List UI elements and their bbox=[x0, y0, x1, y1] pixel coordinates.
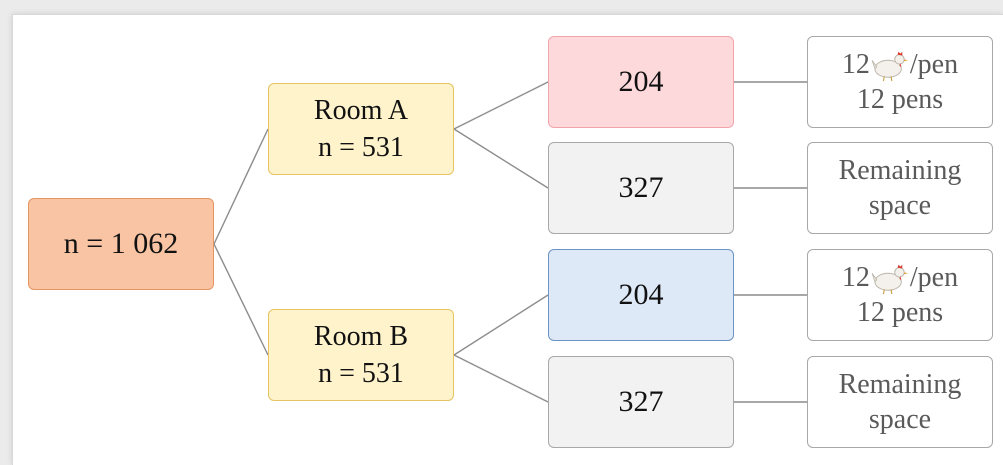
note-pen-density: 12 /pen 12 pens bbox=[807, 36, 993, 128]
group-room-b-remaining-box: 327 bbox=[548, 356, 734, 448]
note-line-1: 12 /pen bbox=[842, 260, 958, 295]
room-a-name: Room A bbox=[313, 95, 409, 126]
note-per-pen: /pen bbox=[909, 262, 959, 293]
total-population-label: n = 1 062 bbox=[63, 227, 179, 260]
note-remaining-space: Remaining space bbox=[807, 356, 993, 448]
group-room-a-pens-box: 204 bbox=[548, 36, 734, 128]
group-room-a-remaining-box: 327 bbox=[548, 142, 734, 234]
note-line-1: 12 /pen bbox=[842, 47, 958, 82]
group-count: 204 bbox=[618, 278, 664, 311]
note-pen-density: 12 /pen 12 pens bbox=[807, 249, 993, 341]
chicken-icon bbox=[871, 51, 908, 81]
note-line-1: Remaining bbox=[838, 369, 962, 400]
room-b-name: Room B bbox=[313, 321, 409, 352]
chicken-icon bbox=[871, 264, 908, 294]
note-line-2: space bbox=[868, 190, 932, 221]
note-number: 12 bbox=[841, 49, 870, 80]
note-line-2: space bbox=[868, 404, 932, 435]
room-a-box: Room A n = 531 bbox=[268, 83, 454, 175]
total-population-box: n = 1 062 bbox=[28, 198, 214, 290]
note-number: 12 bbox=[841, 262, 870, 293]
note-line-2: 12 pens bbox=[856, 297, 944, 328]
note-per-pen: /pen bbox=[909, 49, 959, 80]
group-count: 327 bbox=[618, 385, 664, 418]
note-line-2: 12 pens bbox=[856, 84, 944, 115]
room-b-count: n = 531 bbox=[318, 358, 404, 389]
group-room-b-pens-box: 204 bbox=[548, 249, 734, 341]
group-count: 327 bbox=[618, 171, 664, 204]
note-line-1: Remaining bbox=[838, 155, 962, 186]
room-a-count: n = 531 bbox=[318, 132, 404, 163]
room-b-box: Room B n = 531 bbox=[268, 309, 454, 401]
note-remaining-space: Remaining space bbox=[807, 142, 993, 234]
group-count: 204 bbox=[618, 65, 664, 98]
